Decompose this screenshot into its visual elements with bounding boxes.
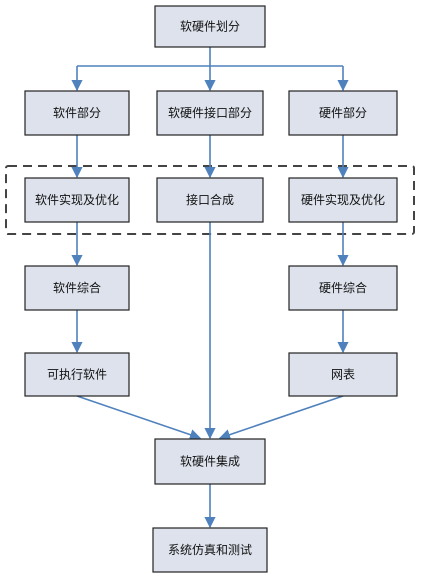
box-root-label: 软硬件划分 xyxy=(180,20,240,34)
box-software-part: 软件部分 xyxy=(24,90,130,136)
box-interface-part-label: 软硬件接口部分 xyxy=(168,105,252,120)
box-software-part-label: 软件部分 xyxy=(53,105,101,120)
box-interface-synth-label: 接口合成 xyxy=(186,192,234,207)
arrow-netlist-to-integration xyxy=(218,395,344,441)
box-executable-label: 可执行软件 xyxy=(47,368,107,382)
box-integration: 软硬件集成 xyxy=(154,438,266,485)
box-executable: 可执行软件 xyxy=(24,352,130,397)
box-hardware-synth-label: 硬件综合 xyxy=(319,280,367,295)
box-software-synth: 软件综合 xyxy=(24,265,130,311)
arrow-executable-to-integration xyxy=(76,395,202,441)
box-hardware-part-label: 硬件部分 xyxy=(319,105,367,120)
box-software-impl-label: 软件实现及优化 xyxy=(35,192,119,207)
box-simulation: 系统仿真和测试 xyxy=(152,527,268,573)
box-root: 软硬件划分 xyxy=(154,5,266,48)
box-software-synth-label: 软件综合 xyxy=(53,280,101,295)
connectors xyxy=(71,47,349,529)
box-software-impl: 软件实现及优化 xyxy=(24,177,130,223)
box-hardware-impl-label: 硬件实现及优化 xyxy=(301,192,385,207)
box-hardware-synth: 硬件综合 xyxy=(288,265,398,311)
box-netlist-label: 网表 xyxy=(331,368,355,382)
box-netlist: 网表 xyxy=(288,352,398,397)
box-simulation-label: 系统仿真和测试 xyxy=(168,542,252,557)
box-integration-label: 软硬件集成 xyxy=(180,454,240,469)
box-interface-synth: 接口合成 xyxy=(156,177,264,223)
box-hardware-part: 硬件部分 xyxy=(288,90,398,136)
box-hardware-impl: 硬件实现及优化 xyxy=(288,177,398,223)
box-interface-part: 软硬件接口部分 xyxy=(156,90,264,136)
